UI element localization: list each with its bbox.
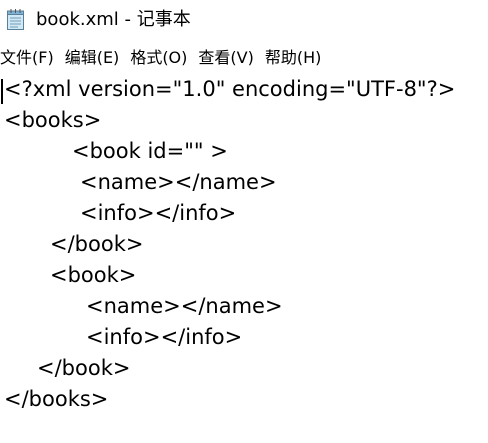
menu-bar: 文件(F) 编辑(E) 格式(O) 查看(V) 帮助(H) [0, 44, 488, 72]
menu-format[interactable]: 格式(O) [130, 48, 188, 67]
menu-edit[interactable]: 编辑(E) [64, 48, 120, 67]
menu-help[interactable]: 帮助(H) [264, 48, 322, 67]
notepad-icon [6, 7, 26, 31]
title-bar: book.xml - 记事本 [0, 0, 488, 42]
editor-line[interactable]: <books> [4, 108, 102, 132]
editor-line[interactable]: <name></name> [80, 170, 277, 194]
editor-line[interactable]: </books> [4, 387, 109, 411]
editor-line[interactable]: <book id="" > [72, 139, 228, 163]
editor-line[interactable]: <info></info> [86, 325, 243, 349]
editor-line[interactable]: <?xml version="1.0" encoding="UTF-8"?> [4, 77, 456, 101]
editor-line[interactable]: <name></name> [86, 294, 283, 318]
window-title: book.xml - 记事本 [36, 9, 191, 30]
menu-view[interactable]: 查看(V) [198, 48, 254, 67]
editor-line[interactable]: <info></info> [80, 201, 237, 225]
editor-line[interactable]: </book> [50, 232, 144, 256]
menu-file[interactable]: 文件(F) [0, 48, 54, 67]
editor-line[interactable]: </book> [37, 356, 131, 380]
text-caret [1, 79, 3, 104]
text-editor[interactable] [0, 72, 488, 443]
editor-line[interactable]: <book> [50, 263, 137, 287]
